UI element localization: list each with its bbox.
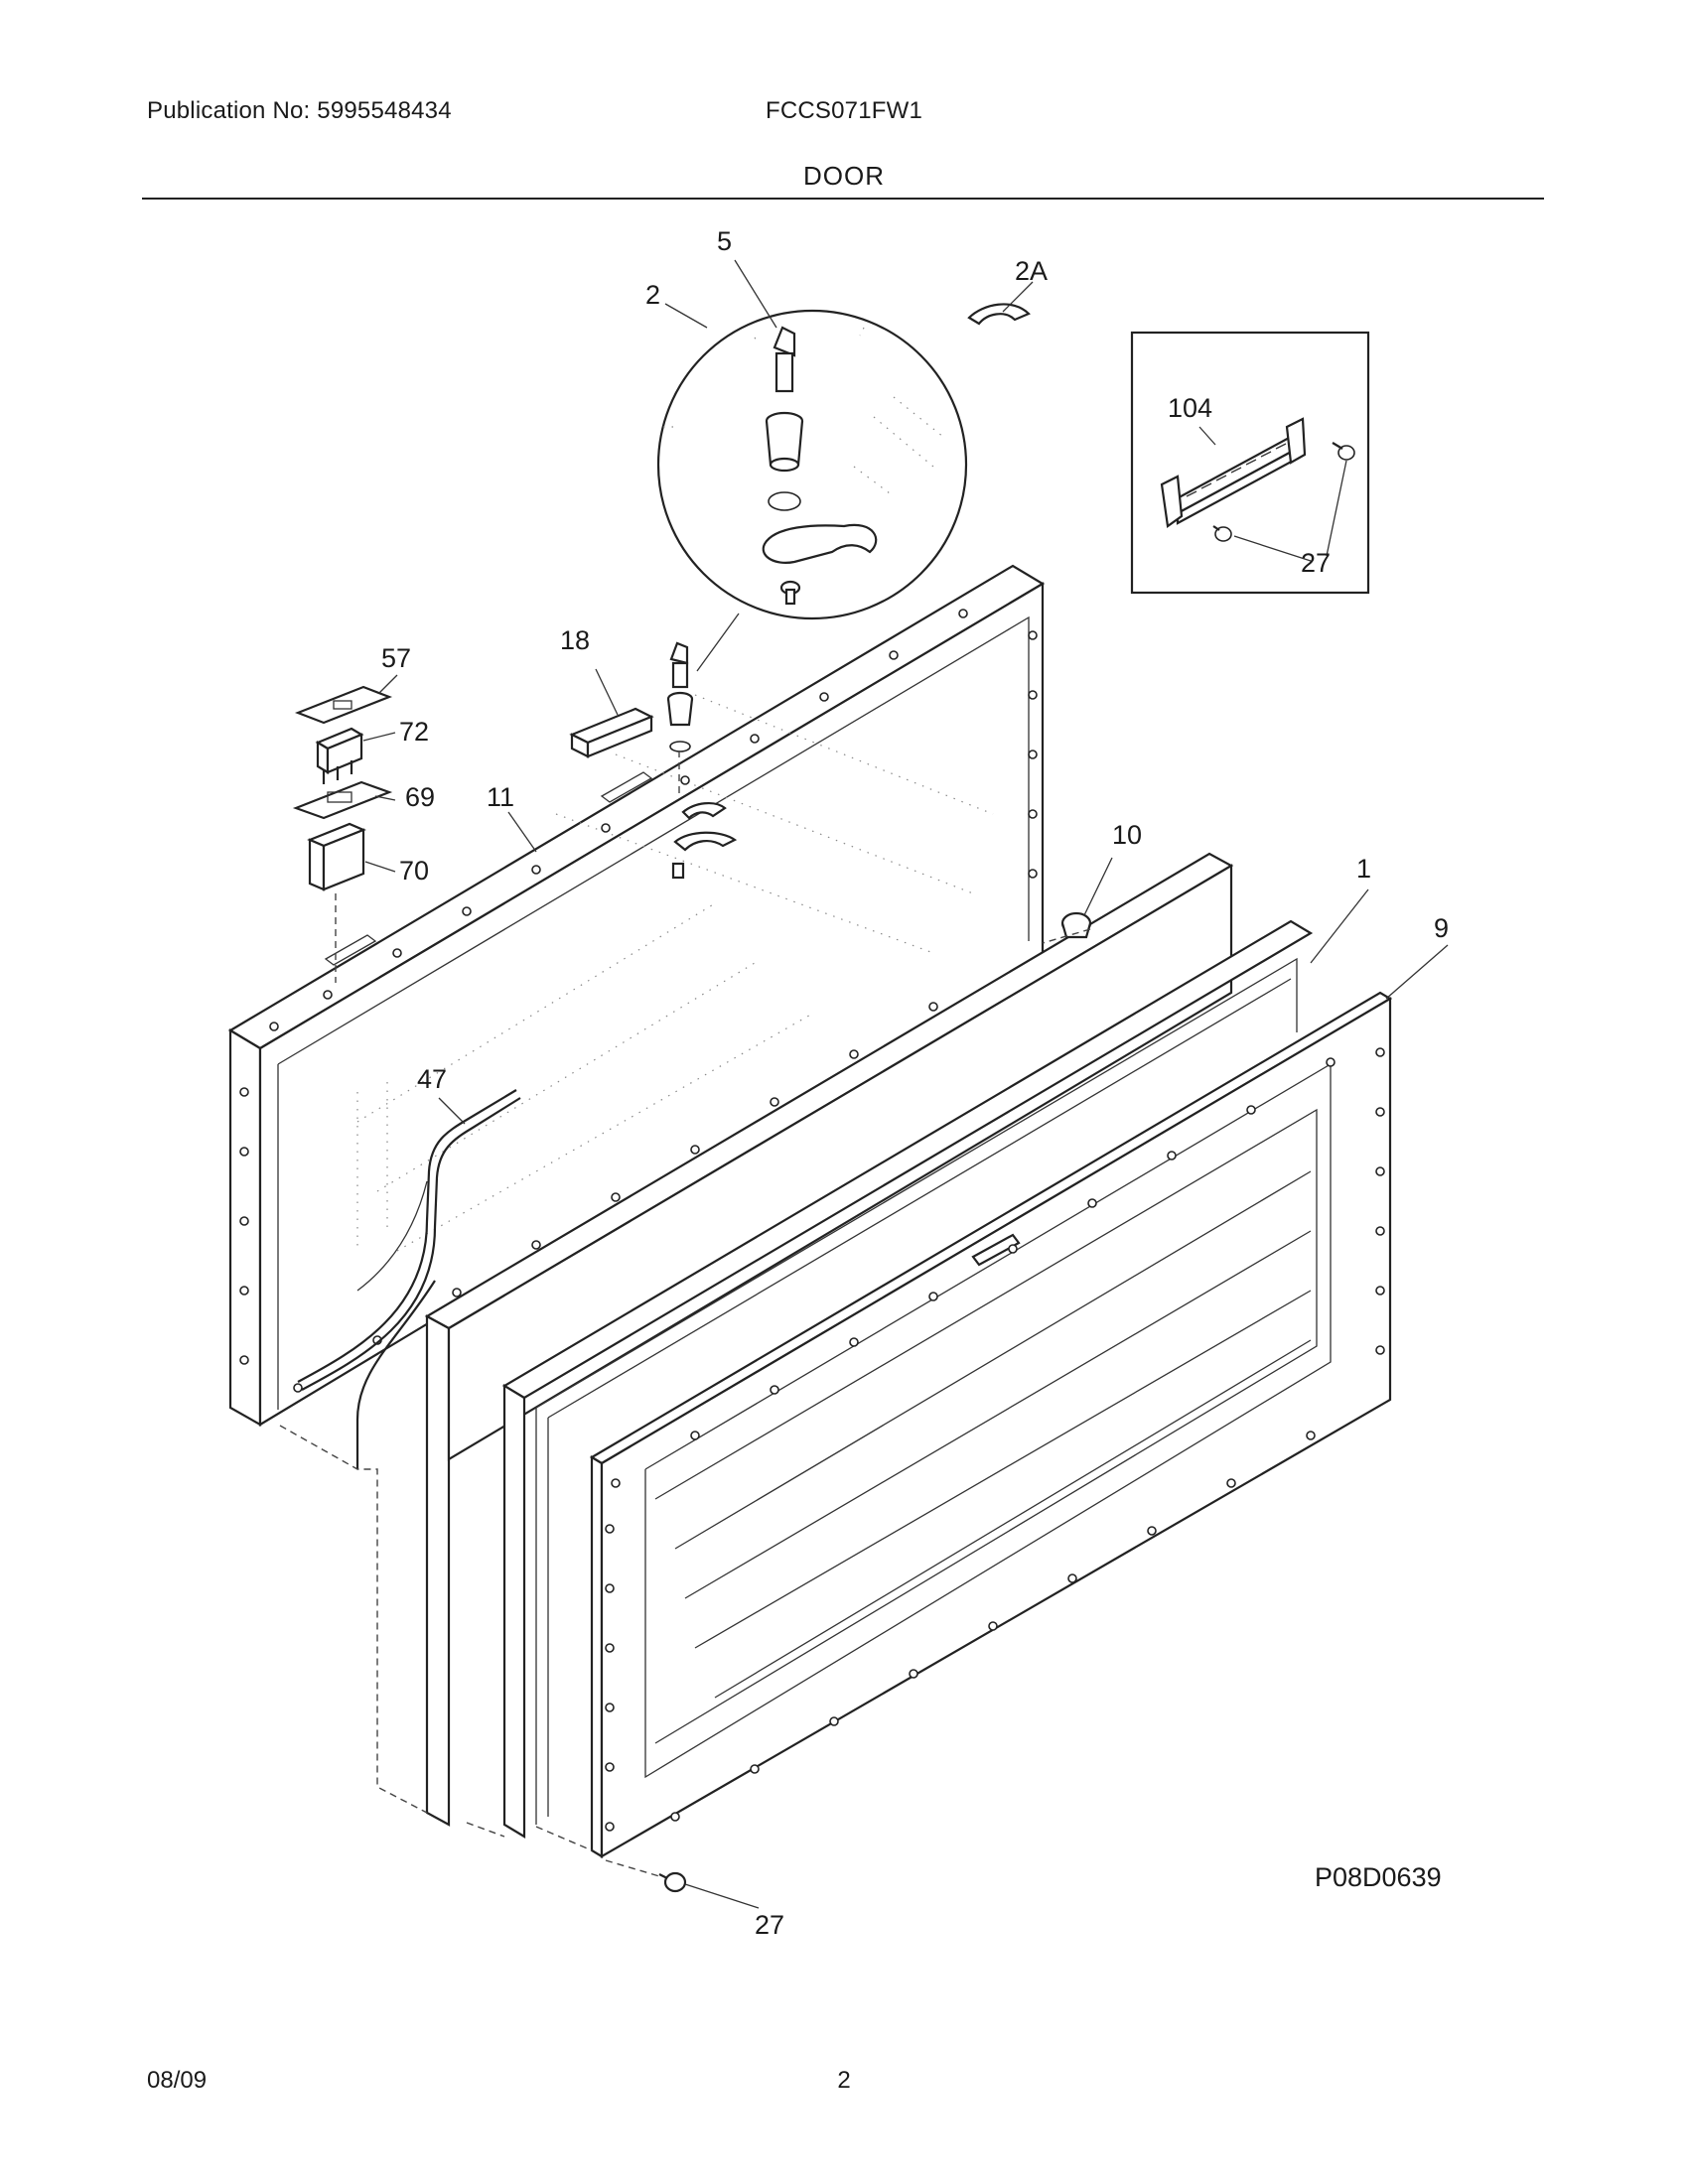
callout-47: 47 <box>417 1064 447 1094</box>
footer-date: 08/09 <box>147 2067 208 2094</box>
switch-assembly <box>292 685 393 983</box>
callout-70: 70 <box>399 856 429 886</box>
callout-5: 5 <box>717 226 732 256</box>
outer-door-panel-11 <box>227 564 1046 1427</box>
hinge-assembly-on-door <box>666 641 738 880</box>
callout-leaders <box>362 259 1449 1909</box>
callout-27-bottom: 27 <box>755 1910 784 1940</box>
model-number: FCCS071FW1 <box>765 97 923 124</box>
door-gasket-1 <box>501 919 1314 1839</box>
callout-11: 11 <box>487 782 514 812</box>
callout-2a: 2A <box>1015 256 1048 286</box>
handle-18 <box>569 707 654 758</box>
callout-18: 18 <box>560 625 590 655</box>
screw-detail <box>779 580 801 606</box>
header-rule <box>142 198 1544 200</box>
callout-10: 10 <box>1112 820 1142 850</box>
panel-holes <box>239 609 1038 1393</box>
o-ring-detail <box>768 491 801 511</box>
screw-27-inset-a <box>1332 442 1355 461</box>
hinge-plate-detail <box>762 523 878 564</box>
hinge-inset-box <box>1130 331 1370 595</box>
assembly-line-left <box>279 1425 428 1814</box>
part-72-switch <box>315 727 364 784</box>
section-title: DOOR <box>803 161 885 191</box>
callout-104: 104 <box>1168 393 1212 423</box>
part-57-plate <box>294 685 393 725</box>
callout-57: 57 <box>381 643 411 673</box>
inner-panel-holes <box>605 1047 1385 1832</box>
detail-circle-2 <box>656 309 968 620</box>
bushing-detail <box>765 411 804 473</box>
callout-72: 72 <box>399 717 429 747</box>
page-number: 2 <box>837 2067 851 2094</box>
publication-number: Publication No: 5995548434 <box>147 97 452 124</box>
diagram-code: P08D0639 <box>1315 1862 1442 1892</box>
part-70-cover <box>307 822 366 891</box>
screw-27-bottom <box>658 1871 687 1893</box>
callout-69: 69 <box>405 782 435 812</box>
callout-9: 9 <box>1434 913 1449 943</box>
callout-27-inset: 27 <box>1301 548 1331 578</box>
wire-harness-47 <box>297 1089 521 1469</box>
callout-1: 1 <box>1356 854 1371 884</box>
screw-27-inset-b <box>1212 525 1232 542</box>
clip-2a <box>967 303 1031 326</box>
hinge-bar-104 <box>1160 417 1307 528</box>
part-69-bracket <box>292 780 393 820</box>
callout-2: 2 <box>645 280 660 310</box>
latch-slot <box>971 1233 1021 1267</box>
inner-door-panel-9 <box>589 991 1393 1858</box>
pin-5-detail <box>773 326 796 393</box>
